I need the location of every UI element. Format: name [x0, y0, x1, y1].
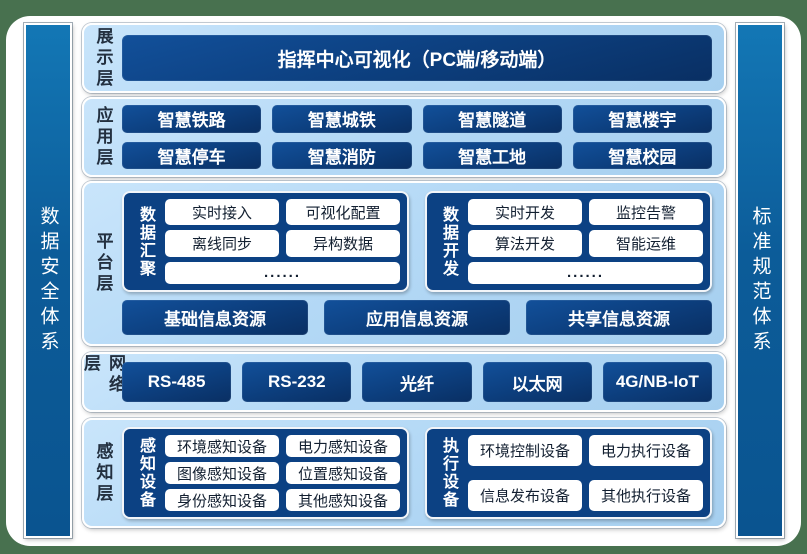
group-data-aggregation: 数据汇聚 实时接入 可视化配置 离线同步 异构数据 ...... — [122, 191, 409, 292]
block-aggregation-more: ...... — [165, 261, 400, 284]
layer-application-label-text: 应用层 — [93, 105, 113, 169]
group-execution-devices-grid: 环境控制设备 电力执行设备 信息发布设备 其他执行设备 — [468, 435, 703, 511]
app-block-smart-railway: 智慧铁路 — [122, 105, 262, 133]
block-environment-sensing: 环境感知设备 — [165, 435, 279, 457]
app-block-smart-worksite: 智慧工地 — [422, 141, 562, 169]
block-info-publishing: 信息发布设备 — [468, 480, 582, 511]
app-block-smart-firefighting: 智慧消防 — [272, 141, 412, 169]
block-offline-sync: 离线同步 — [165, 230, 279, 257]
app-block-smart-building: 智慧楼宇 — [572, 105, 712, 133]
standards-pillar: 标准规范体系 — [736, 23, 784, 538]
layer-perception-label: 感知层 — [84, 420, 122, 526]
data-security-pillar-label: 数据安全体系 — [37, 205, 59, 356]
layer-display: 展示层 指挥中心可视化（PC端/移动端） — [82, 23, 726, 93]
platform-resource-row: 基础信息资源 应用信息资源 共享信息资源 — [122, 300, 712, 335]
block-visualization-config: 可视化配置 — [286, 199, 400, 226]
block-algorithm-development: 算法开发 — [468, 230, 582, 257]
block-basic-info-resources: 基础信息资源 — [122, 300, 308, 335]
group-execution-devices: 执行设备 环境控制设备 电力执行设备 信息发布设备 其他执行设备 — [425, 427, 712, 519]
layer-application-label: 应用层 — [84, 99, 122, 175]
block-heterogeneous-data: 异构数据 — [286, 230, 400, 257]
block-application-info-resources: 应用信息资源 — [324, 300, 510, 335]
block-image-sensing: 图像感知设备 — [165, 462, 279, 484]
network-block-ethernet: 以太网 — [482, 362, 592, 402]
group-sensing-devices-label: 感知设备 — [131, 435, 159, 511]
layer-display-label-text: 展示层 — [93, 26, 113, 90]
block-location-sensing: 位置感知设备 — [286, 462, 400, 484]
layer-perception: 感知层 感知设备 环境感知设备 电力感知设备 图像感知设备 位置感知设备 身份感… — [82, 418, 726, 528]
block-monitoring-alerts: 监控告警 — [589, 199, 703, 226]
network-block-4g-nbiot: 4G/NB-IoT — [602, 362, 712, 402]
app-block-smart-tunnel: 智慧隧道 — [422, 105, 562, 133]
layer-platform-label: 平台层 — [84, 183, 122, 344]
block-environment-control: 环境控制设备 — [468, 435, 582, 466]
group-sensing-devices: 感知设备 环境感知设备 电力感知设备 图像感知设备 位置感知设备 身份感知设备 … — [122, 427, 409, 519]
layer-perception-content: 感知设备 环境感知设备 电力感知设备 图像感知设备 位置感知设备 身份感知设备 … — [122, 420, 724, 526]
layer-network-content: RS-485 RS-232 光纤 以太网 4G/NB-IoT — [122, 354, 724, 410]
group-data-development-label-text: 数据开发 — [440, 205, 457, 278]
group-data-aggregation-label-text: 数据汇聚 — [137, 205, 154, 278]
block-other-execution: 其他执行设备 — [589, 480, 703, 511]
layer-platform-content: 数据汇聚 实时接入 可视化配置 离线同步 异构数据 ...... 数据开发 — [122, 183, 724, 344]
standards-pillar-label: 标准规范体系 — [749, 205, 771, 356]
block-identity-sensing: 身份感知设备 — [165, 489, 279, 511]
block-realtime-access: 实时接入 — [165, 199, 279, 226]
data-security-pillar: 数据安全体系 — [24, 23, 72, 538]
block-intelligent-ops: 智能运维 — [589, 230, 703, 257]
block-power-sensing: 电力感知设备 — [286, 435, 400, 457]
network-block-rs232: RS-232 — [242, 362, 352, 402]
layer-application: 应用层 智慧铁路 智慧城铁 智慧隧道 智慧楼宇 智慧停车 智慧消防 智慧工地 智… — [82, 97, 726, 177]
group-data-development-label: 数据开发 — [434, 199, 462, 284]
layer-application-content: 智慧铁路 智慧城铁 智慧隧道 智慧楼宇 智慧停车 智慧消防 智慧工地 智慧校园 — [122, 99, 724, 175]
layer-platform: 平台层 数据汇聚 实时接入 可视化配置 离线同步 异构数据 ...... — [82, 181, 726, 346]
group-data-development-grid: 实时开发 监控告警 算法开发 智能运维 ...... — [468, 199, 703, 284]
layer-network-label: 网络层 — [81, 354, 125, 410]
network-block-rs485: RS-485 — [122, 362, 232, 402]
group-sensing-devices-grid: 环境感知设备 电力感知设备 图像感知设备 位置感知设备 身份感知设备 其他感知设… — [165, 435, 400, 511]
command-center-banner: 指挥中心可视化（PC端/移动端） — [122, 35, 712, 81]
group-execution-devices-label: 执行设备 — [434, 435, 462, 511]
block-other-sensing: 其他感知设备 — [286, 489, 400, 511]
block-power-execution: 电力执行设备 — [589, 435, 703, 466]
block-development-more: ...... — [468, 261, 703, 284]
layer-display-label: 展示层 — [84, 25, 122, 91]
layer-display-content: 指挥中心可视化（PC端/移动端） — [122, 25, 724, 91]
app-block-smart-metro: 智慧城铁 — [272, 105, 412, 133]
app-block-smart-parking: 智慧停车 — [122, 141, 262, 169]
platform-group-row: 数据汇聚 实时接入 可视化配置 离线同步 异构数据 ...... 数据开发 — [122, 191, 712, 292]
layer-network-label-text: 网络层 — [81, 354, 125, 396]
group-execution-devices-label-text: 执行设备 — [440, 437, 457, 509]
layer-platform-label-text: 平台层 — [93, 232, 113, 295]
group-data-aggregation-grid: 实时接入 可视化配置 离线同步 异构数据 ...... — [165, 199, 400, 284]
group-sensing-devices-label-text: 感知设备 — [137, 437, 154, 509]
network-block-fiber: 光纤 — [362, 362, 472, 402]
block-shared-info-resources: 共享信息资源 — [526, 300, 712, 335]
app-block-smart-campus: 智慧校园 — [572, 141, 712, 169]
group-data-development: 数据开发 实时开发 监控告警 算法开发 智能运维 ...... — [425, 191, 712, 292]
block-realtime-development: 实时开发 — [468, 199, 582, 226]
layer-perception-label-text: 感知层 — [93, 441, 113, 505]
group-data-aggregation-label: 数据汇聚 — [131, 199, 159, 284]
layer-network: 网络层 RS-485 RS-232 光纤 以太网 4G/NB-IoT — [81, 352, 726, 412]
